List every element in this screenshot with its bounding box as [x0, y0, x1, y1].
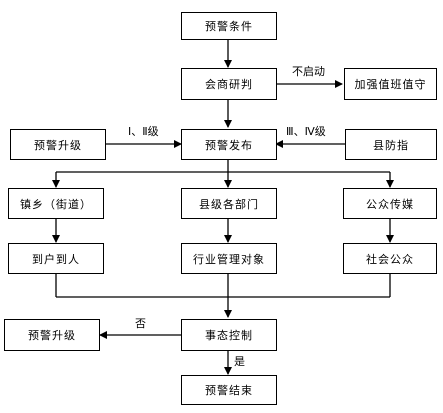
node-warning-end: 预警结束: [181, 375, 277, 405]
node-county-defense-hq: 县防指: [345, 129, 437, 160]
edge-label-not-activated: 不启动: [292, 65, 325, 78]
node-to-households: 到户到人: [8, 243, 104, 274]
node-strengthen-duty: 加强值班值守: [344, 68, 437, 100]
edge-label-level-1-2: Ⅰ、Ⅱ级: [128, 125, 159, 138]
edge-label-no: 否: [135, 317, 146, 330]
node-warning-release: 预警发布: [181, 129, 277, 160]
edge-label-yes: 是: [234, 355, 245, 368]
node-warning-upgrade-bottom: 预警升级: [4, 319, 100, 351]
node-consultation: 会商研判: [181, 68, 277, 100]
node-warning-upgrade-top: 预警升级: [10, 129, 106, 160]
node-public-media: 公众传媒: [343, 188, 437, 219]
node-social-public: 社会公众: [343, 243, 437, 274]
node-county-departments: 县级各部门: [181, 188, 277, 219]
node-industry-targets: 行业管理对象: [181, 243, 277, 274]
edge-label-level-3-4: Ⅲ、Ⅳ级: [286, 125, 326, 138]
node-situation-control: 事态控制: [181, 319, 277, 351]
node-township: 镇乡（街道）: [8, 188, 104, 219]
node-warning-condition: 预警条件: [181, 12, 277, 40]
